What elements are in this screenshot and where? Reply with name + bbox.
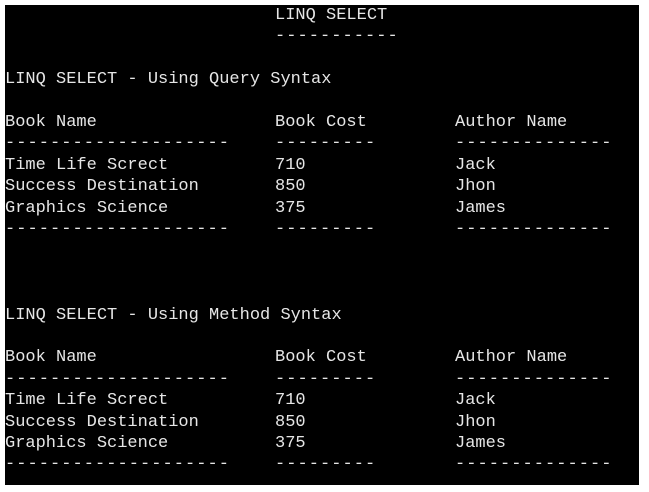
table-header-row: Book Name Book Cost Author Name <box>5 112 567 133</box>
book-name: Success Destination <box>5 412 199 432</box>
book-cost: 710 <box>275 155 306 175</box>
author-name: James <box>455 434 507 453</box>
column-header-book-name: Book Name <box>5 348 97 368</box>
table-row: Success Destination 850 Jhon <box>5 176 496 197</box>
separator: -------------- <box>455 455 613 475</box>
separator: -------------------- <box>5 134 231 154</box>
book-cost: 710 <box>275 391 306 411</box>
header-separator-row: -------------------- --------- ---------… <box>5 133 611 154</box>
separator: --------- <box>275 369 377 389</box>
separator: -------------- <box>455 134 613 154</box>
author-name: Jack <box>455 391 496 411</box>
section-heading: LINQ SELECT - Using Method Syntax <box>5 305 342 325</box>
table-row: Graphics Science 375 James <box>5 198 506 219</box>
separator: -------------- <box>455 369 613 389</box>
footer-separator-row: -------------------- --------- ---------… <box>5 219 611 240</box>
separator: --------- <box>275 455 377 475</box>
table-row: Success Destination 850 Jhon <box>5 412 496 433</box>
book-cost: 375 <box>275 434 306 453</box>
book-name: Time Life Screct <box>5 155 169 175</box>
book-name: Success Destination <box>5 177 199 197</box>
author-name: Jhon <box>455 412 496 432</box>
separator: -------------------- <box>5 455 231 475</box>
header-separator-row: -------------------- --------- ---------… <box>5 369 611 390</box>
table-row: Time Life Screct 710 Jack <box>5 390 496 411</box>
book-name: Graphics Science <box>5 198 169 218</box>
separator: -------------------- <box>5 369 231 389</box>
table-row: Graphics Science 375 James <box>5 433 506 454</box>
column-header-author-name: Author Name <box>455 113 568 132</box>
column-header-book-cost: Book Cost <box>275 113 367 132</box>
title-underline: ----------- <box>275 27 399 47</box>
section-heading-query: LINQ SELECT - Using Query Syntax <box>5 69 331 90</box>
title-line: LINQ SELECT <box>5 5 387 26</box>
console-output: LINQ SELECT ----------- LINQ SELECT - Us… <box>5 5 639 485</box>
author-name: James <box>455 198 507 218</box>
section-heading: LINQ SELECT - Using Query Syntax <box>5 70 332 90</box>
book-name: Graphics Science <box>5 434 169 453</box>
book-cost: 850 <box>275 412 306 432</box>
author-name: Jhon <box>455 177 496 197</box>
book-name: Time Life Screct <box>5 391 169 411</box>
separator: --------- <box>275 134 377 154</box>
book-cost: 850 <box>275 177 306 197</box>
column-header-book-cost: Book Cost <box>275 348 367 368</box>
book-cost: 375 <box>275 198 306 218</box>
separator: -------------- <box>455 220 613 239</box>
separator: -------------------- <box>5 220 231 239</box>
footer-separator-row: -------------------- --------- ---------… <box>5 454 611 475</box>
table-header-row: Book Name Book Cost Author Name <box>5 347 567 368</box>
section-heading-method: LINQ SELECT - Using Method Syntax <box>5 305 342 326</box>
column-header-author-name: Author Name <box>455 348 568 368</box>
author-name: Jack <box>455 155 496 175</box>
page-title: LINQ SELECT <box>275 6 388 25</box>
separator: --------- <box>275 220 377 239</box>
table-row: Time Life Screct 710 Jack <box>5 155 496 176</box>
column-header-book-name: Book Name <box>5 113 97 132</box>
title-underline-line: ----------- <box>5 26 398 47</box>
